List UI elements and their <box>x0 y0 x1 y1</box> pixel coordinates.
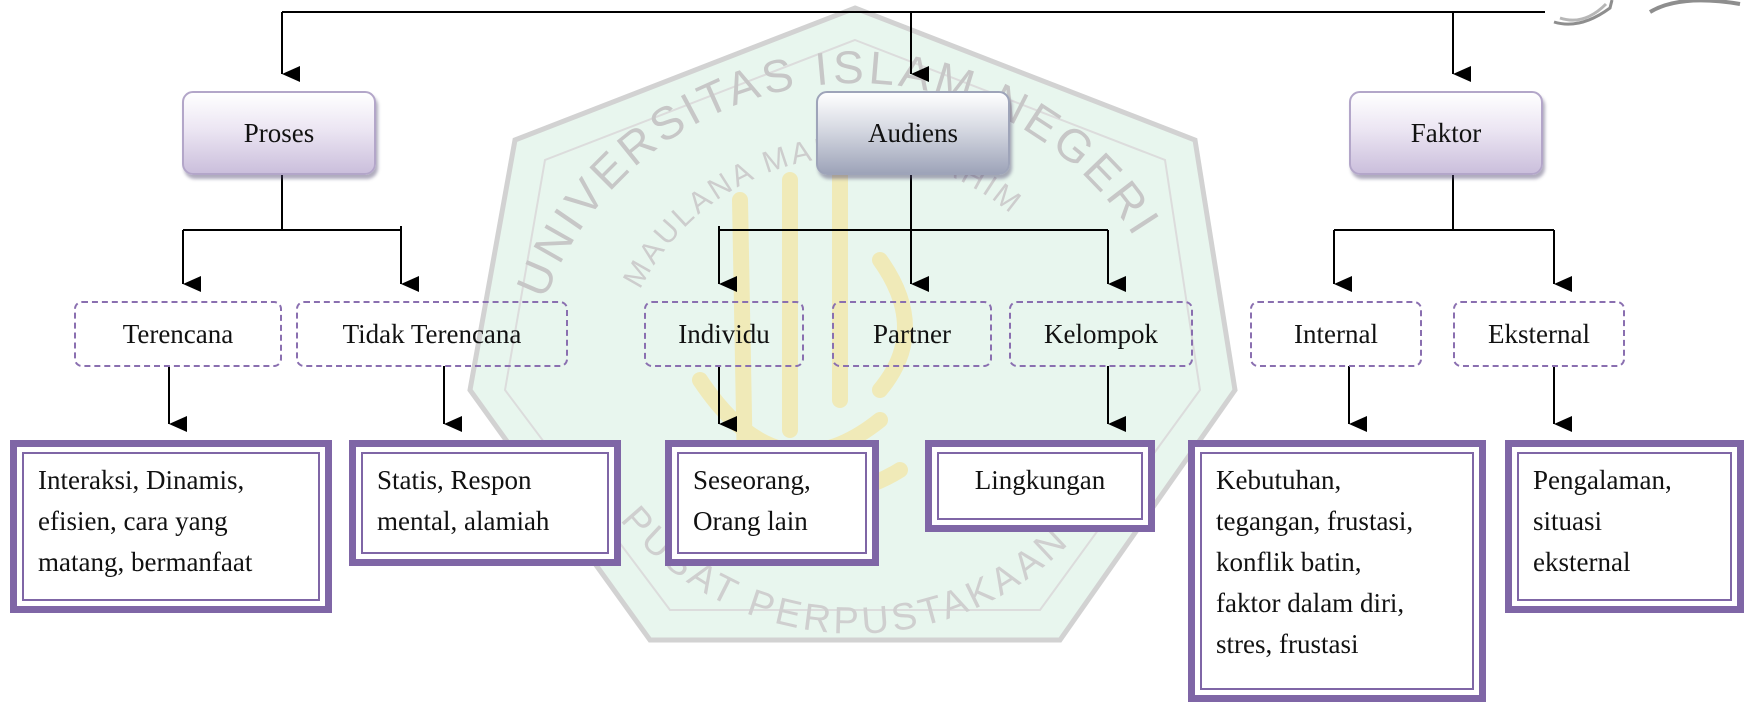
node-audiens-label: Audiens <box>868 117 958 148</box>
node-proses: Proses <box>182 91 376 175</box>
faktor-branch <box>1334 172 1554 231</box>
audiens-branch <box>718 172 1108 231</box>
node-partner-label: Partner <box>873 318 951 349</box>
node-terencana: Terencana <box>74 301 282 367</box>
corner-ornament <box>1553 0 1741 26</box>
node-faktor: Faktor <box>1349 91 1543 175</box>
node-kelompok: Kelompok <box>1009 301 1193 367</box>
node-individu-label: Individu <box>678 318 770 349</box>
detail-terencana: Interaksi, Dinamis, efisien, cara yang m… <box>10 440 332 613</box>
node-tidak-terencana-label: Tidak Terencana <box>342 318 522 349</box>
proses-branch <box>183 172 401 231</box>
detail-tidak-terencana: Statis, Respon mental, alamiah <box>349 440 621 566</box>
node-tidak-terencana: Tidak Terencana <box>296 301 568 367</box>
detail-internal-text: Kebutuhan, tegangan, frustasi, konflik b… <box>1216 465 1414 659</box>
detail-individu-text: Seseorang, Orang lain <box>693 465 811 536</box>
detail-eksternal: Pengalaman, situasi eksternal <box>1505 440 1744 613</box>
detail-eksternal-text: Pengalaman, situasi eksternal <box>1533 465 1672 577</box>
node-internal: Internal <box>1250 301 1422 367</box>
watermark-emblem <box>692 162 913 501</box>
node-eksternal: Eksternal <box>1453 301 1625 367</box>
detail-kelompok-text: Lingkungan <box>974 465 1106 495</box>
detail-tidak-terencana-text: Statis, Respon mental, alamiah <box>377 465 550 536</box>
node-individu: Individu <box>644 301 804 367</box>
node-faktor-label: Faktor <box>1410 117 1482 148</box>
detail-terencana-text: Interaksi, Dinamis, efisien, cara yang m… <box>38 465 253 577</box>
detail-internal: Kebutuhan, tegangan, frustasi, konflik b… <box>1188 440 1486 702</box>
detail-individu: Seseorang, Orang lain <box>665 440 879 566</box>
node-kelompok-label: Kelompok <box>1044 318 1158 349</box>
node-proses-label: Proses <box>243 117 315 148</box>
node-audiens: Audiens <box>816 91 1010 175</box>
detail-kelompok: Lingkungan <box>925 440 1155 532</box>
node-partner: Partner <box>832 301 992 367</box>
node-internal-label: Internal <box>1294 318 1378 349</box>
node-terencana-label: Terencana <box>122 318 234 349</box>
node-eksternal-label: Eksternal <box>1488 318 1590 349</box>
